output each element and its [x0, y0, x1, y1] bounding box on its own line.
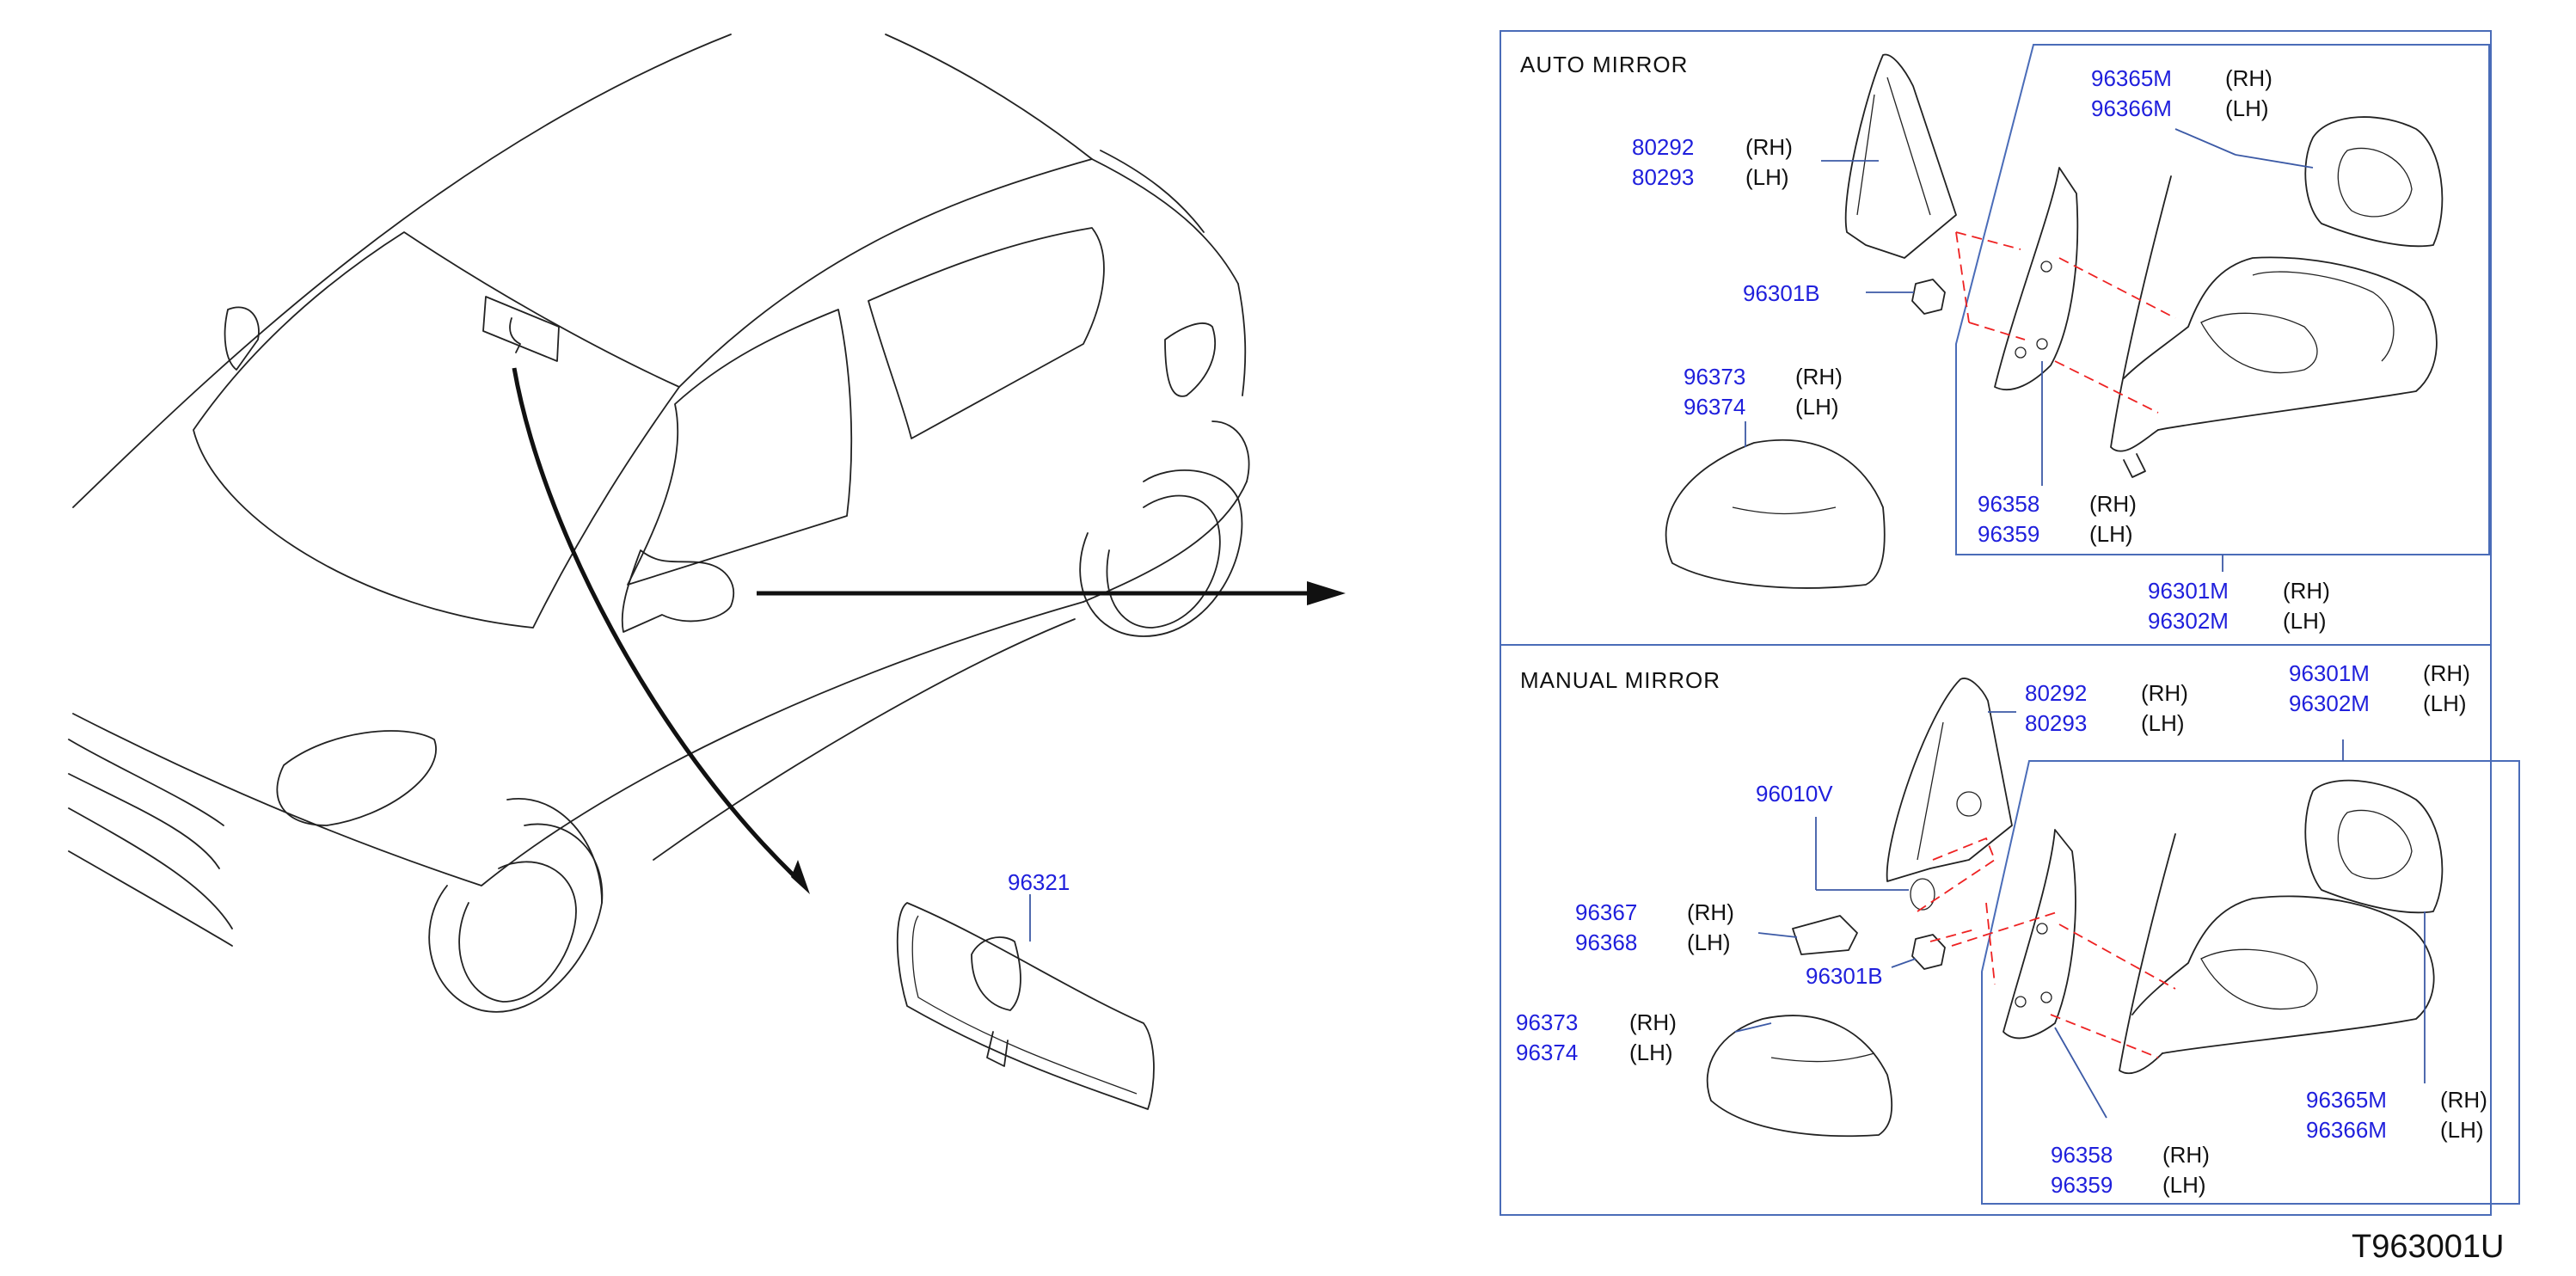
manual-part-96367[interactable]: 96367: [1575, 899, 1637, 925]
auto-part-96374[interactable]: 96374: [1684, 394, 1745, 420]
side-label-rh: (RH): [2440, 1087, 2487, 1113]
manual-part-96010V[interactable]: 96010V: [1756, 781, 1833, 807]
manual-mirror-panel: MANUAL MIRROR 80292 (RH) 80293 (LH) 9601…: [1500, 644, 2520, 1216]
diagram-code: T963001U: [2352, 1229, 2504, 1265]
auto-part-80292[interactable]: 80292: [1632, 134, 1694, 160]
auto-part-96373[interactable]: 96373: [1684, 364, 1745, 390]
side-label-rh: (RH): [2225, 65, 2272, 91]
side-label-rh: (RH): [2283, 578, 2330, 604]
side-label-rh: (RH): [2089, 491, 2137, 517]
side-label-rh: (RH): [1687, 899, 1734, 925]
side-label-lh: (LH): [2283, 608, 2327, 634]
auto-part-96301B[interactable]: 96301B: [1743, 280, 1820, 306]
auto-part-96359[interactable]: 96359: [1978, 521, 2039, 547]
side-label-lh: (LH): [1745, 164, 1789, 190]
part-number-96321[interactable]: 96321: [1008, 869, 1070, 895]
side-label-lh: (LH): [1629, 1040, 1673, 1065]
side-label-rh: (RH): [2141, 680, 2188, 706]
side-label-lh: (LH): [1687, 929, 1731, 955]
side-label-lh: (LH): [1795, 394, 1839, 420]
auto-mirror-title: AUTO MIRROR: [1520, 52, 1688, 77]
side-label-lh: (LH): [2089, 521, 2133, 547]
manual-part-96365M[interactable]: 96365M: [2306, 1087, 2387, 1113]
manual-part-96374[interactable]: 96374: [1516, 1040, 1578, 1065]
side-label-rh: (RH): [2162, 1142, 2210, 1168]
manual-mirror-title: MANUAL MIRROR: [1520, 667, 1720, 693]
manual-part-96368[interactable]: 96368: [1575, 929, 1637, 955]
side-label-rh: (RH): [1629, 1009, 1677, 1035]
auto-part-96358[interactable]: 96358: [1978, 491, 2039, 517]
manual-part-96301M[interactable]: 96301M: [2289, 660, 2370, 686]
side-label-lh: (LH): [2423, 690, 2467, 716]
side-label-rh: (RH): [1745, 134, 1793, 160]
manual-part-80293[interactable]: 80293: [2025, 710, 2087, 736]
side-label-lh: (LH): [2162, 1172, 2206, 1198]
auto-part-96301M[interactable]: 96301M: [2148, 578, 2229, 604]
side-label-lh: (LH): [2440, 1117, 2484, 1143]
manual-part-96373[interactable]: 96373: [1516, 1009, 1578, 1035]
manual-part-96301B[interactable]: 96301B: [1806, 963, 1883, 989]
manual-part-80292[interactable]: 80292: [2025, 680, 2087, 706]
auto-mirror-panel: AUTO MIRROR 80292 (RH) 80293 (LH) 96301B…: [1500, 30, 2492, 646]
manual-part-96359[interactable]: 96359: [2051, 1172, 2113, 1198]
auto-part-96366M[interactable]: 96366M: [2091, 95, 2172, 121]
auto-part-96302M[interactable]: 96302M: [2148, 608, 2229, 634]
car-illustration: [68, 34, 1346, 1013]
side-label-rh: (RH): [2423, 660, 2470, 686]
side-label-rh: (RH): [1795, 364, 1843, 390]
auto-part-80293[interactable]: 80293: [1632, 164, 1694, 190]
manual-part-96302M[interactable]: 96302M: [2289, 690, 2370, 716]
side-label-lh: (LH): [2225, 95, 2269, 121]
manual-part-96358[interactable]: 96358: [2051, 1142, 2113, 1168]
auto-part-96365M[interactable]: 96365M: [2091, 65, 2172, 91]
inside-mirror-drawing: 96321: [896, 869, 1155, 1110]
side-label-lh: (LH): [2141, 710, 2185, 736]
manual-part-96366M[interactable]: 96366M: [2306, 1117, 2387, 1143]
